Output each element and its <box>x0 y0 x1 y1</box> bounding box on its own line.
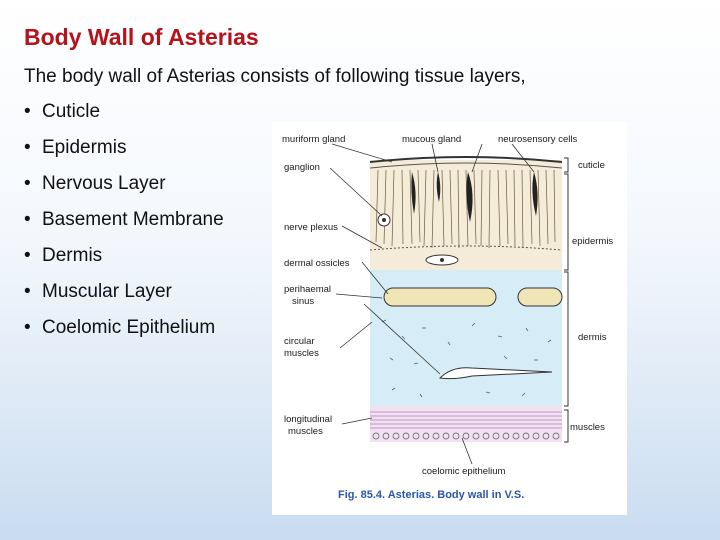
cuticle-line <box>369 156 563 163</box>
bullet: • <box>24 209 31 230</box>
list-item-label: Epidermis <box>42 137 127 158</box>
label-epidermis: epidermis <box>572 236 613 247</box>
label-longitudinal-muscles: muscles <box>288 426 323 437</box>
dermal-ossicle <box>517 287 563 307</box>
list-item-label: Nervous Layer <box>42 173 166 194</box>
longitudinal-muscle-lines <box>370 411 562 429</box>
label-perihaemal: perihaemal <box>284 284 331 295</box>
list-item-muscular-layer: • Muscular Layer <box>24 276 224 312</box>
epidermal-cells <box>375 169 556 249</box>
bullet: • <box>24 137 31 158</box>
bullet: • <box>24 281 31 302</box>
tissue-layer-list: • Cuticle • Epidermis • Nervous Layer • Base… <box>24 96 224 348</box>
list-item-label: Cuticle <box>42 101 101 122</box>
list-item-label: Coelomic Epithelium <box>42 317 216 338</box>
label-dermis: dermis <box>578 332 607 343</box>
label-coelomic-epithelium: coelomic epithelium <box>422 466 506 477</box>
slide-title: Body Wall of Asterias <box>24 24 259 50</box>
layer-brackets <box>564 157 569 443</box>
body-wall-figure: muriform gland mucous gland neurosensory… <box>272 122 627 515</box>
body-wall-diagram: muriform gland mucous gland neurosensory… <box>282 134 613 501</box>
label-cuticle: cuticle <box>578 160 605 171</box>
list-item-epidermis: • Epidermis <box>24 132 224 168</box>
list-item-basement-membrane: • Basement Membrane <box>24 204 224 240</box>
label-mucous-gland: mucous gland <box>402 134 461 145</box>
label-circular-muscles: muscles <box>284 348 319 359</box>
coelomic-epithelium-cells <box>372 432 560 440</box>
bullet: • <box>24 173 31 194</box>
list-item-dermis: • Dermis <box>24 240 224 276</box>
list-item-label: Muscular Layer <box>42 281 172 302</box>
list-item-cuticle: • Cuticle <box>24 96 224 132</box>
label-muscles: muscles <box>570 422 605 433</box>
label-neurosensory-cells: neurosensory cells <box>498 134 577 145</box>
label-ganglion: ganglion <box>284 162 320 173</box>
list-item-coelomic-epithelium: • Coelomic Epithelium <box>24 312 224 348</box>
label-circular: circular <box>284 336 315 347</box>
figure-caption: Fig. 85.4. Asterias. Body wall in V.S. <box>338 489 524 501</box>
label-muriform-gland: muriform gland <box>282 134 345 145</box>
dermal-ossicle <box>383 287 497 307</box>
bullet: • <box>24 101 31 122</box>
label-dermal-ossicles: dermal ossicles <box>284 258 350 269</box>
list-item-label: Basement Membrane <box>42 209 224 230</box>
list-item-nervous-layer: • Nervous Layer <box>24 168 224 204</box>
circular-muscle-fibre <box>438 367 553 380</box>
nerve-plexus-line <box>369 245 563 251</box>
bullet: • <box>24 317 31 338</box>
bullet: • <box>24 245 31 266</box>
leader-lines <box>329 143 535 465</box>
label-sinus: sinus <box>292 296 314 307</box>
mucous-gland-cells <box>411 172 538 222</box>
intro-text: The body wall of Asterias consists of fo… <box>24 66 526 87</box>
label-nerve-plexus: nerve plexus <box>284 222 338 233</box>
list-item-label: Dermis <box>42 245 103 266</box>
label-longitudinal: longitudinal <box>284 414 332 425</box>
